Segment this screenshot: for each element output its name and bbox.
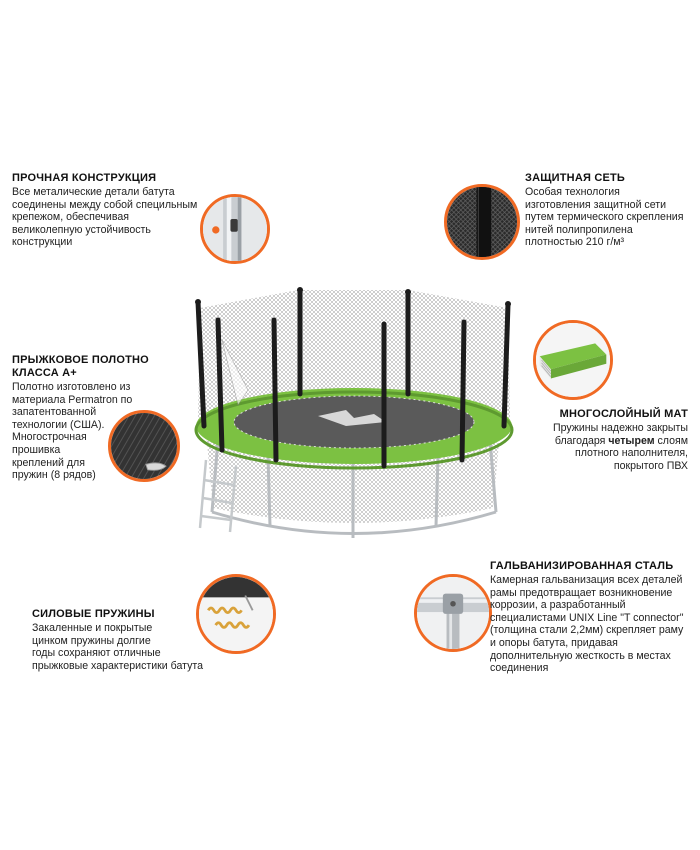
mat-closeup-image <box>108 410 180 482</box>
feature-multilayer-mat: МНОГОСЛОЙНЫЙ МАТ Пружины надежно закрыты… <box>520 408 688 472</box>
feature-title: ПРОЧНАЯ КОНСТРУКЦИЯ <box>12 172 157 184</box>
net-closeup-image <box>444 184 520 260</box>
feature-jumping-mat: ПРЫЖКОВОЕ ПОЛОТНО КЛАССА А+ Полотно изго… <box>12 354 152 482</box>
feature-title: ЗАЩИТНАЯ СЕТЬ <box>525 172 626 184</box>
feature-text: Камерная гальванизация всех деталей рамы… <box>490 574 684 675</box>
feature-title: ГАЛЬВАНИЗИРОВАННАЯ СТАЛЬ <box>490 560 674 572</box>
emphasis-text: четырем <box>608 434 655 447</box>
feature-text: Все металические детали батута соединены… <box>12 186 198 249</box>
construction-closeup-image <box>200 194 270 264</box>
feature-text: Закаленные и покрытые цинком пружины дол… <box>32 622 204 672</box>
feature-title: ПРЫЖКОВОЕ ПОЛОТНО КЛАССА А+ <box>12 354 149 379</box>
springs-closeup-image <box>196 574 276 654</box>
multilayer-pad-closeup-image <box>533 320 613 400</box>
feature-springs: СИЛОВЫЕ ПРУЖИНЫ Закаленные и покрытые ци… <box>32 608 242 672</box>
trampoline-illustration <box>194 287 514 538</box>
feature-title: СИЛОВЫЕ ПРУЖИНЫ <box>32 608 155 620</box>
feature-title: МНОГОСЛОЙНЫЙ МАТ <box>559 408 688 420</box>
feature-galvanized-steel: ГАЛЬВАНИЗИРОВАННАЯ СТАЛЬ Камерная гальва… <box>490 560 695 675</box>
galvanized-connector-closeup-image <box>414 574 492 652</box>
feature-text: Особая технология изготовления защитной … <box>525 186 684 249</box>
feature-construction: ПРОЧНАЯ КОНСТРУКЦИЯ Все металические дет… <box>12 172 212 249</box>
feature-text: Пружины надежно закрыты благодаря четыре… <box>552 422 688 472</box>
feature-text: Полотно изготовлено из материала Permatr… <box>12 381 133 482</box>
feature-net: ЗАЩИТНАЯ СЕТЬ Особая технология изготовл… <box>525 172 690 249</box>
